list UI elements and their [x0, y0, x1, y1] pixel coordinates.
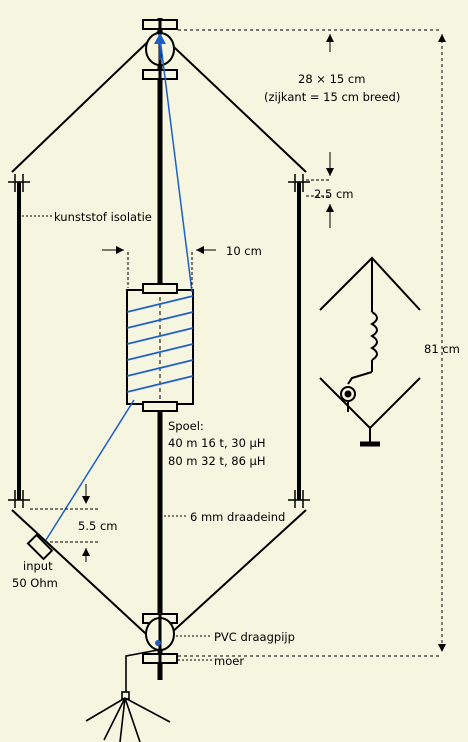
coil-width-label: 10 cm: [226, 244, 262, 258]
dimension-arrows: [82, 34, 446, 652]
size-label: 28 × 15 cm: [298, 72, 365, 86]
nut-label: moer: [214, 654, 244, 668]
schematic-inset: [319, 256, 421, 447]
coil-spec-80m: 80 m 32 t, 86 µH: [168, 454, 266, 468]
input-label: input: [23, 559, 53, 573]
coil-title: Spoel:: [168, 419, 204, 433]
feed-wires: [45, 33, 193, 646]
coil-spec-40m: 40 m 16 t, 30 µH: [168, 436, 266, 450]
side-bar-crosses: [8, 174, 310, 508]
height-label: 81 cm: [424, 342, 460, 356]
feed-offset-label: 5.5 cm: [78, 519, 117, 533]
input-connector: [26, 533, 54, 561]
coil-windings: [126, 295, 194, 393]
ground-radials: [85, 649, 171, 742]
insulation-label: kunststof isolatie: [54, 210, 152, 224]
side-note-label: (zijkant = 15 cm breed): [264, 90, 400, 104]
side-bars: [8, 174, 310, 508]
dimensions: [22, 29, 443, 661]
coil: [126, 283, 194, 412]
rod-label: 6 mm draadeind: [190, 510, 285, 524]
pvc-label: PVC draagpijp: [214, 630, 295, 644]
impedance-label: 50 Ohm: [12, 576, 58, 590]
gap-label: 2.5 cm: [314, 187, 353, 201]
